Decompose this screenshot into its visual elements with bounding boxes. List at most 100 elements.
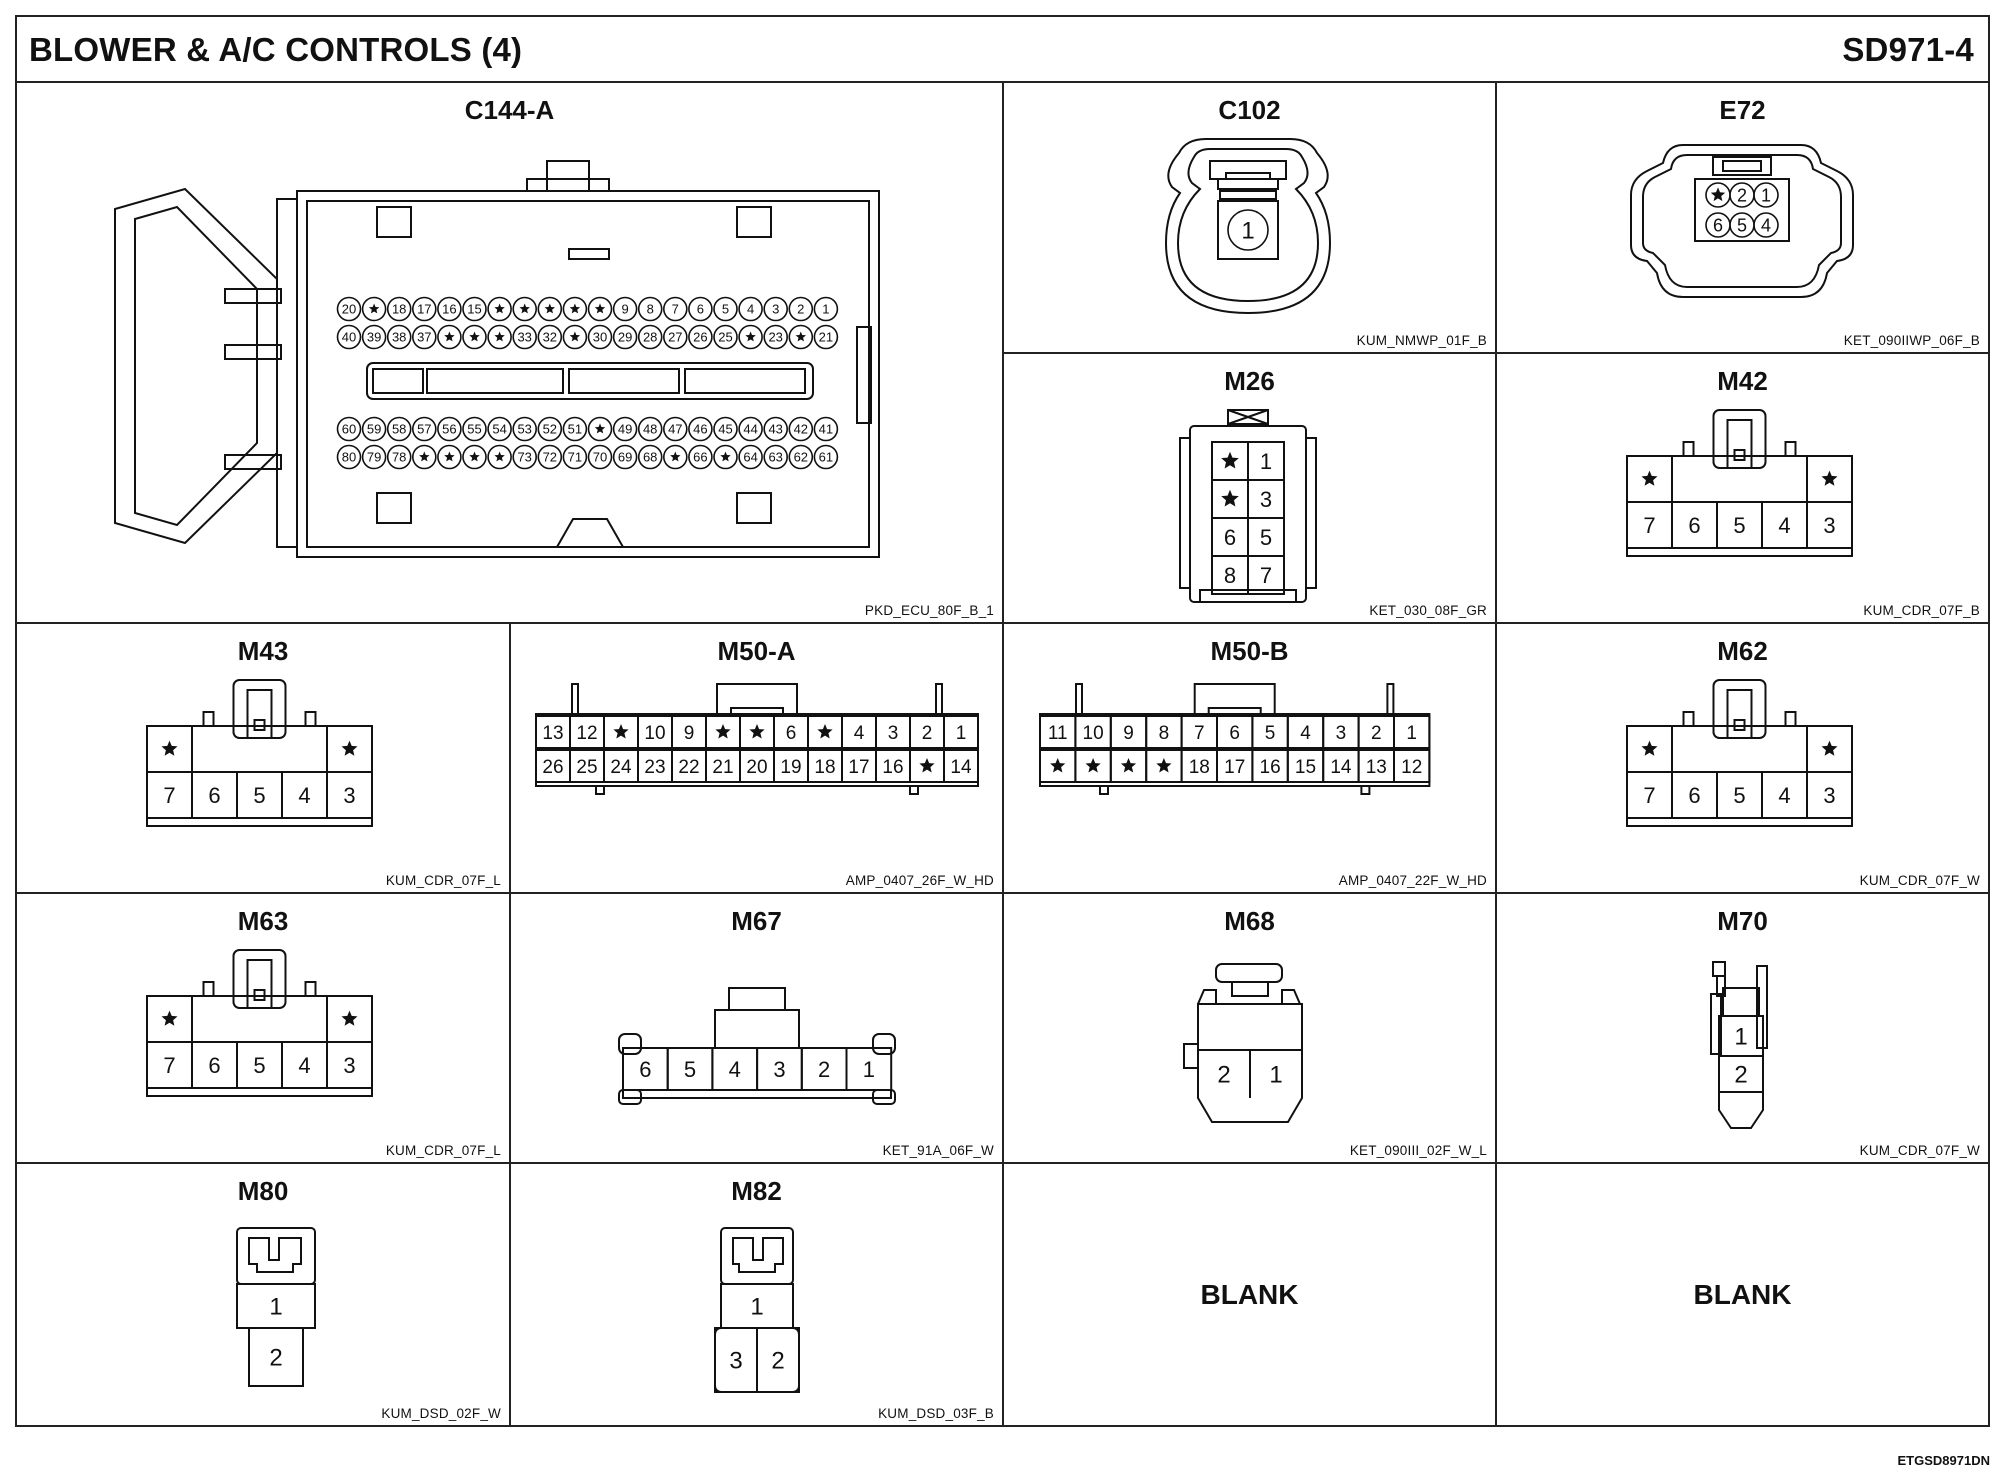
connector-sheet: BLOWER & A/C CONTROLS (4) SD971-4 C144-A	[15, 15, 1990, 1427]
blank-cell: BLANK	[1497, 1164, 1988, 1425]
pin-number: 26	[693, 330, 707, 345]
pin-cavity	[336, 296, 362, 322]
pin-number: 21	[819, 330, 833, 345]
blank-pin-mark	[368, 303, 380, 314]
blank-pin-mark	[469, 331, 480, 342]
pin-number: 46	[693, 422, 707, 437]
pin-cavity	[813, 416, 839, 442]
connector-code: KUM_CDR_07F_B	[1863, 603, 1980, 618]
pin-cavity	[662, 324, 688, 350]
pin-cavity	[688, 324, 713, 350]
pin-number: 3	[1336, 723, 1347, 744]
pin-number: 41	[819, 422, 833, 437]
connector-c144a: C144-A	[17, 83, 1002, 622]
pin-number: 6	[786, 723, 797, 744]
pin-cavity	[487, 296, 512, 322]
sheet-code: SD971-4	[1842, 31, 1974, 68]
pin-number: 2	[1737, 185, 1747, 205]
pin-number: 4	[729, 1057, 741, 1082]
pin-cavity	[512, 444, 538, 470]
pin-number: 21	[712, 757, 733, 778]
pin-cavity	[1227, 209, 1269, 251]
pin-cavity	[437, 324, 462, 350]
pin-cavity	[326, 1041, 373, 1089]
pin-cavity	[713, 296, 738, 322]
connector-title: M63	[237, 906, 289, 936]
blank-pin-mark	[419, 451, 430, 462]
connector-code: KUM_CDR_07F_W	[1859, 873, 1980, 888]
pin-cavity	[437, 416, 462, 442]
blank-pin-mark	[613, 724, 629, 739]
pin-number: 9	[684, 723, 695, 744]
pin-number: 9	[621, 302, 628, 317]
pin-number: 66	[693, 450, 707, 465]
pin-number: 7	[163, 783, 175, 808]
pin-number: 69	[618, 450, 632, 465]
pin-cavity	[662, 296, 688, 322]
blank-pin-mark	[161, 1010, 178, 1026]
pin-number: 27	[668, 330, 682, 345]
pin-number: 1	[1269, 1062, 1282, 1089]
pin-number: 13	[1366, 757, 1387, 778]
blank-pin-mark	[1641, 740, 1658, 756]
pin-number: 5	[1733, 783, 1745, 808]
pin-cavity	[1393, 715, 1431, 749]
pin-number: 22	[678, 757, 699, 778]
blank-pin-mark	[919, 758, 935, 773]
pin-number: 12	[576, 723, 597, 744]
pin-cavity	[763, 296, 789, 322]
blank-pin-mark	[494, 303, 505, 314]
pin-cavity	[756, 1327, 800, 1393]
pin-number: 18	[1189, 757, 1210, 778]
pin-cavity	[487, 416, 512, 442]
pin-cavity	[688, 416, 713, 442]
pin-cavity	[688, 296, 713, 322]
pin-number: 1	[1260, 449, 1272, 474]
blank-label: BLANK	[1693, 1279, 1792, 1310]
pin-number: 72	[543, 450, 557, 465]
blank-pin-mark	[494, 331, 505, 342]
pin-number: 44	[743, 422, 757, 437]
pin-number: 4	[1761, 215, 1771, 235]
pin-number: 8	[647, 302, 654, 317]
pin-number: 7	[1643, 513, 1655, 538]
pin-number: 5	[684, 1057, 696, 1082]
pin-number: 2	[1371, 723, 1382, 744]
pin-number: 6	[1713, 215, 1723, 235]
pin-number: 6	[1688, 513, 1700, 538]
pin-number: 3	[772, 302, 779, 317]
connector-title: M82	[731, 1176, 782, 1206]
pin-number: 3	[773, 1057, 785, 1082]
pin-number: 4	[1778, 513, 1790, 538]
blank-pin-mark	[1710, 187, 1726, 202]
pin-number: 1	[269, 1294, 282, 1321]
connector-title: M43	[237, 636, 289, 666]
connector-m80-drawing: 12	[236, 1227, 316, 1387]
pin-cavity	[788, 416, 814, 442]
pin-number: 3	[888, 723, 899, 744]
pin-cavity	[662, 416, 688, 442]
pin-cavity	[386, 296, 412, 322]
pin-number: 25	[718, 330, 732, 345]
pin-cavity	[1753, 212, 1779, 238]
pin-number: 7	[1643, 783, 1655, 808]
pin-cavity	[361, 324, 387, 350]
blank-cell: BLANK	[1004, 1164, 1495, 1425]
blank-pin-mark	[519, 303, 530, 314]
pin-number: 2	[797, 302, 804, 317]
pin-cavity	[1806, 501, 1853, 549]
pin-cavity	[361, 444, 387, 470]
pin-cavity	[411, 444, 437, 470]
pin-number: 3	[1823, 513, 1835, 538]
pin-number: 19	[780, 757, 801, 778]
connector-code: AMP_0407_26F_W_HD	[845, 873, 994, 888]
